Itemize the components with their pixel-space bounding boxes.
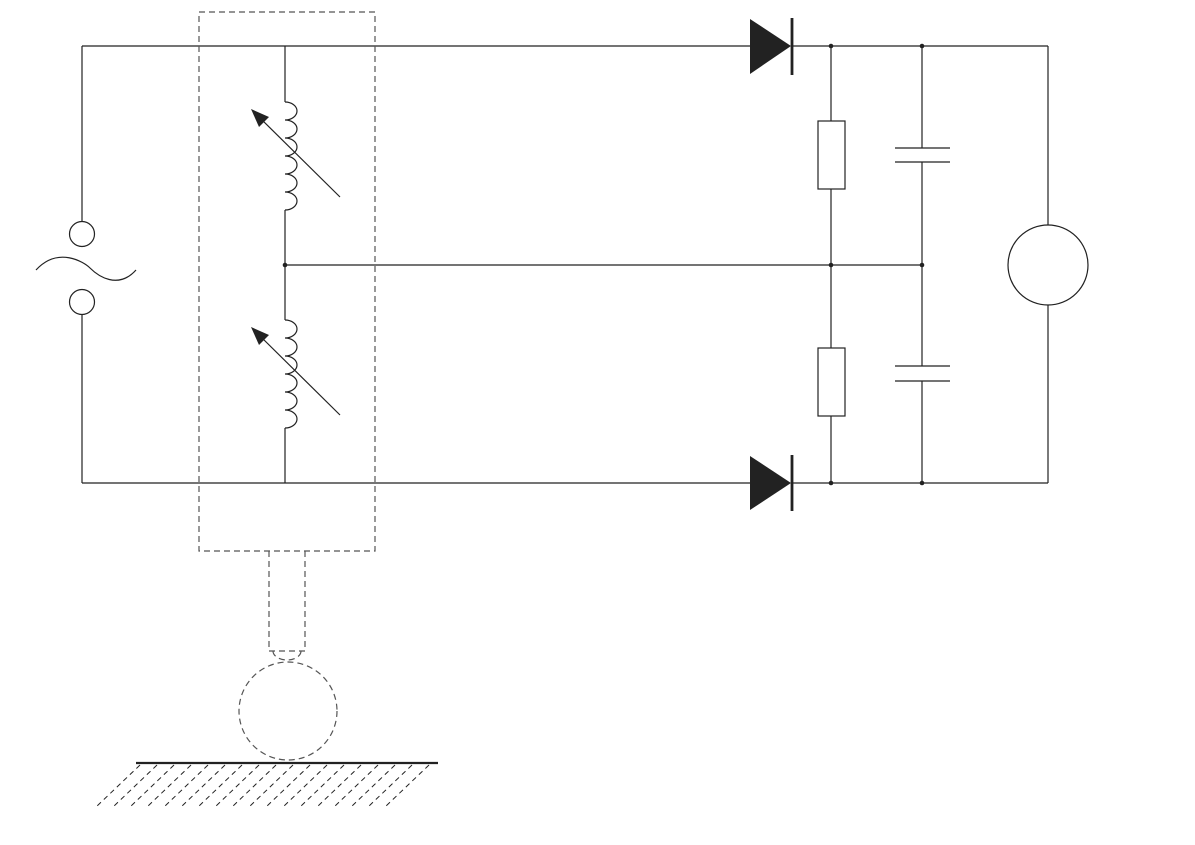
hatch-line xyxy=(129,764,175,808)
hatch-line xyxy=(384,764,430,808)
diode-icon xyxy=(750,18,794,75)
junction-node xyxy=(828,262,834,268)
hatch-line xyxy=(265,764,311,808)
hatch-line xyxy=(163,764,209,808)
hatch-line xyxy=(197,764,243,808)
hatch-line xyxy=(95,764,141,808)
hatch-line xyxy=(180,764,226,808)
housing-outline xyxy=(198,11,376,552)
variable-arrow-head-icon xyxy=(251,109,269,127)
wiring xyxy=(81,45,1049,484)
diode-icon xyxy=(750,455,794,511)
hatch-line xyxy=(299,764,345,808)
junction-node xyxy=(919,262,925,268)
variable-arrow-line xyxy=(257,115,341,198)
ball-icon xyxy=(238,661,338,761)
sensor-housing xyxy=(198,11,376,761)
ground-hatching xyxy=(95,764,430,808)
ac-tilde-icon xyxy=(35,256,137,281)
hatch-line xyxy=(367,764,413,808)
hatch-line xyxy=(231,764,277,808)
resistor-icon xyxy=(817,347,846,417)
hatch-line xyxy=(350,764,396,808)
hatch-line xyxy=(282,764,328,808)
junction-node xyxy=(828,43,834,49)
capacitor-icon xyxy=(895,365,950,382)
junction-node xyxy=(282,262,288,268)
inductor-coil xyxy=(284,101,298,211)
hatch-line xyxy=(316,764,362,808)
junction-node xyxy=(919,480,925,486)
meter-icon xyxy=(1007,224,1089,306)
ac-source-icon xyxy=(35,220,137,316)
junction-nodes xyxy=(282,43,925,486)
variable-inductor-icon xyxy=(251,101,341,211)
hatch-line xyxy=(146,764,192,808)
ground-surface-icon xyxy=(95,761,438,808)
variable-arrow-head-icon xyxy=(251,327,269,345)
variable-inductor-icon xyxy=(251,319,341,429)
diode-triangle xyxy=(750,19,791,74)
ac-terminal-bottom xyxy=(68,288,96,316)
hatch-line xyxy=(333,764,379,808)
capacitor-icon xyxy=(895,147,950,163)
variable-arrow-line xyxy=(257,333,341,416)
ac-terminal-top xyxy=(68,220,96,248)
inductor-coil xyxy=(284,319,298,429)
hatch-line xyxy=(248,764,294,808)
hatch-line xyxy=(214,764,260,808)
junction-node xyxy=(828,480,834,486)
plunger-icon xyxy=(268,551,306,661)
hatch-line xyxy=(112,764,158,808)
junction-node xyxy=(919,43,925,49)
resistor-icon xyxy=(817,120,846,190)
diode-triangle xyxy=(750,456,791,510)
